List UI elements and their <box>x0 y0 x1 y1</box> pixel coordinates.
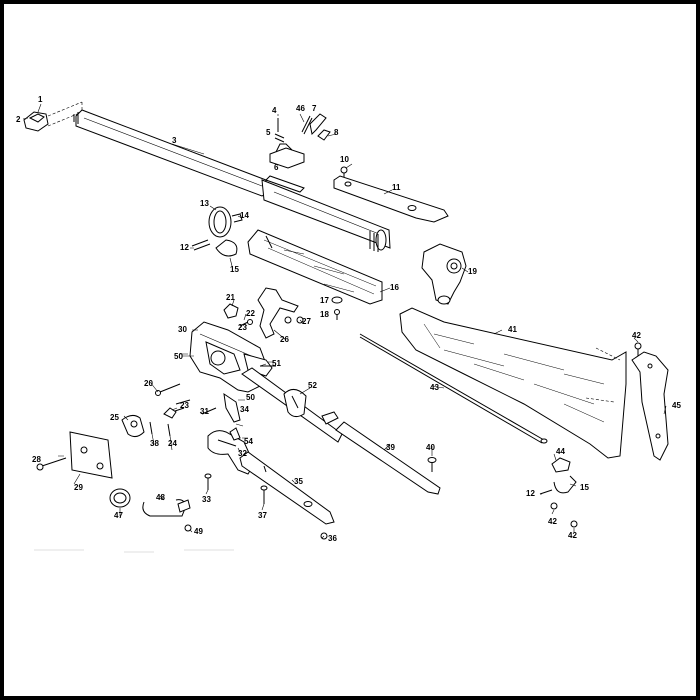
part-lever-parts <box>223 287 304 339</box>
label-5: 5 <box>266 128 271 137</box>
label-32: 32 <box>238 449 247 458</box>
label-35: 35 <box>294 477 303 486</box>
part-front-sight-parts <box>269 113 331 169</box>
part-forend-screw <box>331 296 343 320</box>
part-stock-hardware <box>539 342 642 528</box>
label-36: 36 <box>328 534 337 543</box>
label-20: 20 <box>144 379 153 388</box>
label-50: 50 <box>174 352 183 361</box>
label-22: 22 <box>246 309 255 318</box>
label-50b: 50 <box>246 393 255 402</box>
label-34: 34 <box>240 405 249 414</box>
exploded-parts-diagram: 1 2 3 4 46 7 5 8 6 10 11 13 14 12 15 16 … <box>16 95 681 553</box>
label-10: 10 <box>340 155 349 164</box>
label-44: 44 <box>556 447 565 456</box>
label-21: 21 <box>226 293 235 302</box>
label-14: 14 <box>240 211 249 220</box>
label-29: 29 <box>74 483 83 492</box>
label-42c: 42 <box>568 531 577 540</box>
part-rear-sight <box>23 101 83 132</box>
label-41: 41 <box>508 325 517 334</box>
label-49: 49 <box>194 527 203 536</box>
part-hinge-block <box>421 243 467 305</box>
part-forend <box>247 229 383 305</box>
label-43: 43 <box>430 383 439 392</box>
leader-lines <box>22 103 667 539</box>
part-barrel <box>73 109 391 252</box>
label-13: 13 <box>200 199 209 208</box>
part-side-plate <box>36 431 113 479</box>
label-26: 26 <box>280 335 289 344</box>
label-46: 46 <box>296 104 305 113</box>
label-48: 48 <box>156 493 165 502</box>
scan-artifacts <box>34 549 234 553</box>
label-52: 52 <box>308 381 317 390</box>
label-15b: 15 <box>580 483 589 492</box>
label-47: 47 <box>114 511 123 520</box>
label-25: 25 <box>110 413 119 422</box>
label-42a: 42 <box>632 331 641 340</box>
label-6: 6 <box>274 163 279 172</box>
label-15: 15 <box>230 265 239 274</box>
label-45: 45 <box>672 401 681 410</box>
label-27: 27 <box>302 317 311 326</box>
label-11: 11 <box>392 183 401 192</box>
label-38: 38 <box>150 439 159 448</box>
part-upper-tang <box>333 166 449 223</box>
label-7: 7 <box>312 104 317 113</box>
label-17: 17 <box>320 296 329 305</box>
label-51: 51 <box>272 359 281 368</box>
label-8: 8 <box>334 128 339 137</box>
label-23b: 23 <box>180 401 189 410</box>
label-24: 24 <box>168 439 177 448</box>
part-sling-swivel <box>109 488 192 532</box>
label-54: 54 <box>244 437 253 446</box>
part-mainspring <box>335 421 441 495</box>
label-39: 39 <box>386 443 395 452</box>
label-12b: 12 <box>526 489 535 498</box>
label-1: 1 <box>38 95 43 104</box>
part-labels: 1 2 3 4 46 7 5 8 6 10 11 13 14 12 15 16 … <box>16 95 681 543</box>
part-barrel-band <box>191 206 243 257</box>
label-40: 40 <box>426 443 435 452</box>
part-operating-rod <box>241 367 343 443</box>
label-37: 37 <box>258 511 267 520</box>
part-buttplate <box>631 351 669 461</box>
label-18: 18 <box>320 310 329 319</box>
label-30: 30 <box>178 325 187 334</box>
label-28: 28 <box>32 455 41 464</box>
label-16: 16 <box>390 283 399 292</box>
part-lower-tang <box>239 451 335 525</box>
part-buttstock <box>399 307 627 459</box>
part-small-pins <box>121 383 191 438</box>
label-33: 33 <box>202 495 211 504</box>
label-31: 31 <box>200 407 209 416</box>
part-screw-40 <box>427 457 437 472</box>
label-4: 4 <box>272 106 277 115</box>
label-3: 3 <box>172 136 177 145</box>
part-cleaning-rod <box>359 333 548 444</box>
label-42b: 42 <box>548 517 557 526</box>
label-12: 12 <box>180 243 189 252</box>
label-23: 23 <box>238 323 247 332</box>
label-2: 2 <box>16 115 21 124</box>
label-19: 19 <box>468 267 477 276</box>
